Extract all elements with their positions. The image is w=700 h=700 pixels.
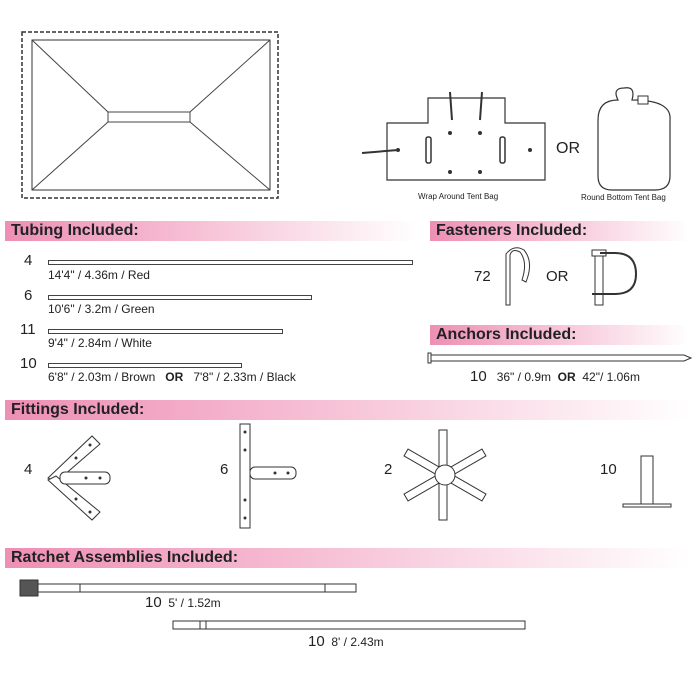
fittings-header: Fittings Included: <box>5 400 690 420</box>
anchor-size-1: 36" / 0.9m <box>496 370 551 384</box>
ratchet-short-label: 10 5' / 1.52m <box>145 594 221 611</box>
tube-green <box>48 295 312 300</box>
fitting-qty: 4 <box>24 461 33 478</box>
round-bag-label: Round Bottom Tent Bag <box>581 193 666 202</box>
ratchet-qty: 10 <box>308 633 325 650</box>
bag-or-label: OR <box>556 140 580 157</box>
wrap-bag-label: Wrap Around Tent Bag <box>418 192 499 201</box>
tubing-header: Tubing Included: <box>5 221 418 241</box>
anchors-header: Anchors Included: <box>430 325 690 345</box>
tube-white <box>48 329 283 334</box>
tube-or: OR <box>165 370 184 384</box>
anchor-label: 10 36" / 0.9m OR 42"/ 1.06m <box>470 368 640 385</box>
anchor-or: OR <box>557 370 576 384</box>
fitting-qty: 6 <box>220 461 229 478</box>
tube-qty: 10 <box>20 355 37 372</box>
ratchet-size: 5' / 1.52m <box>168 596 221 610</box>
tube-label: 6'8" / 2.03m / Brown OR 7'8" / 2.33m / B… <box>48 370 296 384</box>
ratchet-qty: 10 <box>145 594 162 611</box>
tube-qty: 6 <box>24 287 33 304</box>
tube-qty: 4 <box>24 252 33 269</box>
tube-brown-black <box>48 363 242 368</box>
fasteners-header: Fasteners Included: <box>430 221 690 241</box>
tube-qty: 11 <box>20 321 36 338</box>
tube-label: 10'6" / 3.2m / Green <box>48 302 155 316</box>
anchor-size-2: 42"/ 1.06m <box>582 370 640 384</box>
ratchets-header: Ratchet Assemblies Included: <box>5 548 690 568</box>
tube-label: 14'4" / 4.36m / Red <box>48 268 150 282</box>
anchor-qty: 10 <box>470 368 487 385</box>
tube-size-alt: 7'8" / 2.33m / Black <box>193 370 296 384</box>
tube-red <box>48 260 413 265</box>
fastener-or: OR <box>546 268 569 285</box>
tube-label: 9'4" / 2.84m / White <box>48 336 152 350</box>
fastener-qty: 72 <box>474 268 491 285</box>
fitting-qty: 2 <box>384 461 393 478</box>
ratchet-size: 8' / 2.43m <box>331 635 384 649</box>
fitting-qty: 10 <box>600 461 617 478</box>
tube-size-primary: 6'8" / 2.03m / Brown <box>48 370 156 384</box>
ratchet-long-label: 10 8' / 2.43m <box>308 633 384 650</box>
